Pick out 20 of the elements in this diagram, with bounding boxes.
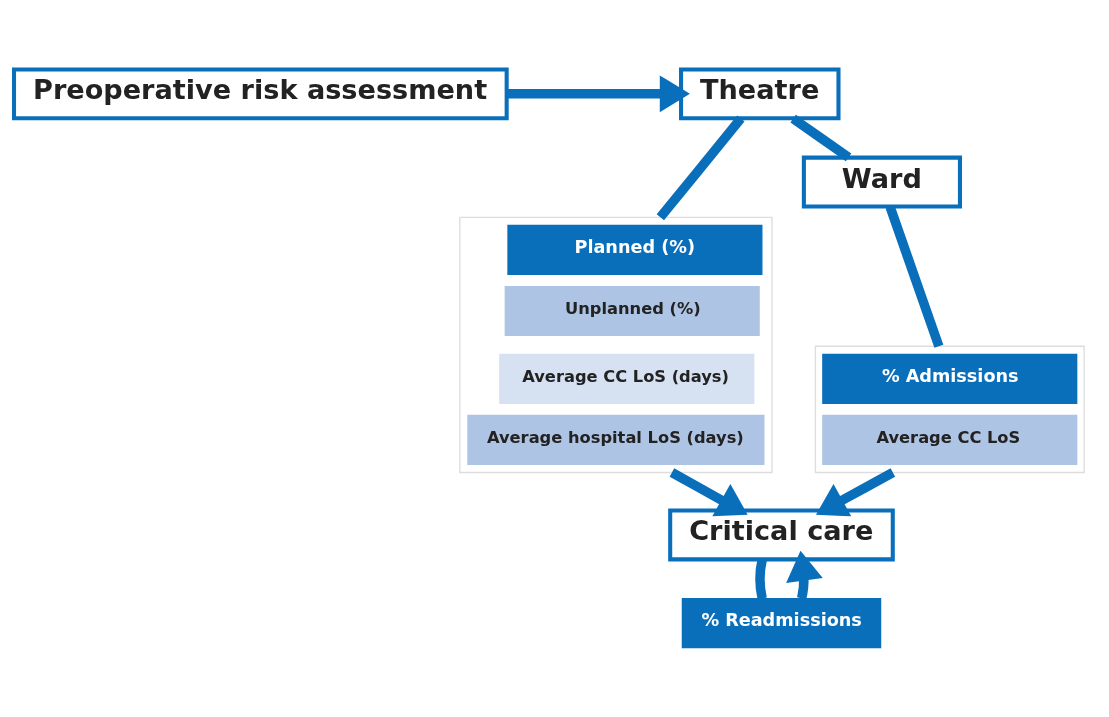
node-box: Average CC LoS: [822, 414, 1078, 466]
node-box: Preoperative risk assessment: [12, 67, 509, 121]
node-box: Ward: [801, 155, 962, 209]
node-box: Average CC LoS (days): [499, 353, 755, 404]
connector: [755, 558, 767, 600]
node-box: Average hospital LoS (days): [467, 414, 765, 466]
node-box: Planned (%): [507, 224, 763, 276]
arrow: [669, 468, 748, 517]
node-box: Critical care: [668, 508, 895, 562]
connector: [885, 205, 944, 348]
arrow: [786, 550, 823, 600]
connector: [656, 115, 745, 221]
arrow: [815, 468, 896, 517]
node-box: % Admissions: [822, 353, 1078, 404]
cluster: [459, 216, 773, 474]
node-box: Theatre: [679, 67, 841, 121]
cluster: [814, 345, 1085, 474]
arrow: [507, 75, 690, 113]
node-box: Unplanned (%): [504, 285, 760, 337]
node-box: % Readmissions: [681, 598, 882, 649]
